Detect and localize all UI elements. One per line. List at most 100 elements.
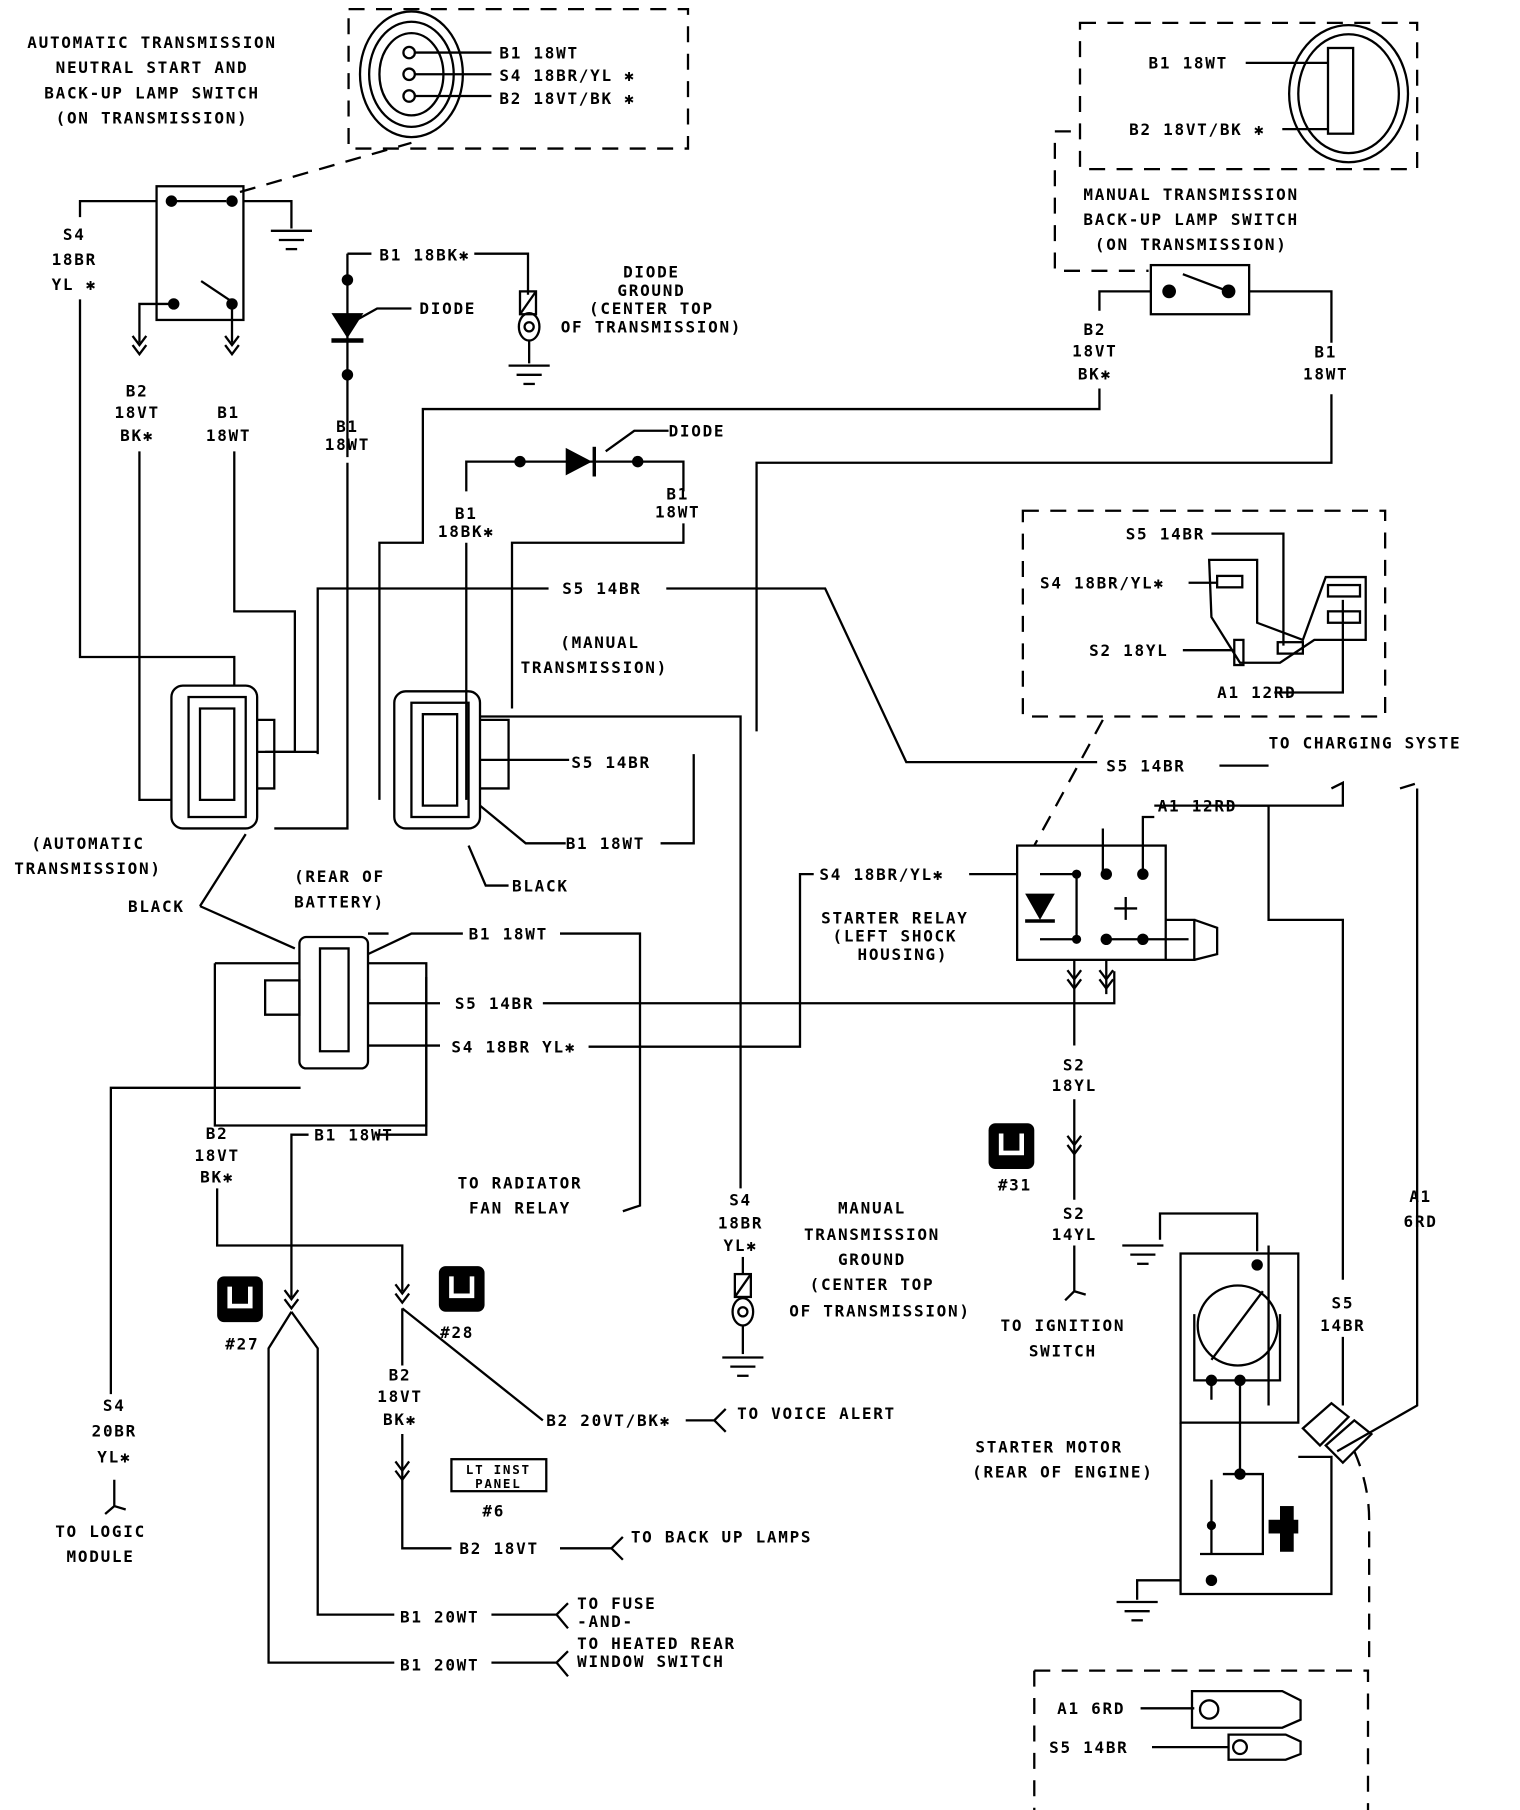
wire-label: 18WT — [206, 426, 251, 445]
wire-label: YL✱ — [97, 1448, 131, 1467]
auto-switch-connector-detail: B1 18WT S4 18BR/YL ✱ B2 18VT/BK ✱ — [239, 7, 690, 194]
wire-label: (REAR OF — [294, 867, 385, 886]
wire-label: BACK-UP LAMP SWITCH — [44, 83, 259, 102]
wire-label: (ON TRANSMISSION) — [56, 108, 249, 127]
wire-label: BATTERY) — [294, 892, 385, 911]
wire-label: S4 18BR YL✱ — [451, 1037, 576, 1056]
wire-label: S5 14BR — [562, 579, 641, 598]
wire-label: BLACK — [512, 876, 569, 895]
wire-label: TRANSMISSION) — [14, 859, 161, 878]
wire-label: B2 — [126, 382, 149, 401]
manual-switch-connector-detail: B1 18WT B2 18VT/BK ✱ — [1053, 21, 1419, 272]
wire-label: S2 18YL — [1089, 641, 1168, 660]
wire-label: TO IGNITION — [1000, 1316, 1125, 1335]
wire-label: 18YL — [1052, 1076, 1097, 1095]
wire-label: S5 — [1332, 1293, 1355, 1312]
connector-27-icon — [217, 1276, 263, 1322]
wire-label: 18BR — [718, 1213, 763, 1232]
to-charging-system: TO CHARGING SYSTE — [1269, 733, 1462, 752]
wire-label: MODULE — [67, 1547, 135, 1566]
manual-trans-connector — [393, 690, 742, 1189]
wire-label: B1 18WT — [566, 834, 645, 853]
wire-label: AUTOMATIC TRANSMISSION — [27, 33, 276, 52]
wire-label: GROUND — [838, 1250, 906, 1269]
terminal-detail-box: A1 6RD S5 14BR — [1033, 1669, 1370, 1810]
battery-connector: B1 18WT S5 14BR S4 18BR YL✱ — [213, 873, 1116, 1213]
wire-label: YL ✱ — [52, 275, 97, 294]
wire-label: 18WT — [325, 435, 370, 454]
diode-2: DIODE B1 18BK✱ B1 18WT — [378, 388, 1101, 800]
wire-label: S4 — [63, 225, 86, 244]
wire-label: YL✱ — [724, 1236, 758, 1255]
lt-inst-panel-connector: LT INST PANEL — [450, 1458, 548, 1493]
wire-label: TO LOGIC — [55, 1522, 146, 1541]
wire-label: (CENTER TOP — [810, 1275, 935, 1294]
wire-label: B1 20WT — [400, 1608, 479, 1627]
wire-label: S5 14BR — [455, 994, 534, 1013]
connector-27-label: #27 — [225, 1335, 259, 1354]
wire-label: OF TRANSMISSION) — [789, 1301, 970, 1320]
wire-label: B1 18WT — [499, 43, 578, 62]
wire-label: STARTER RELAY — [821, 908, 968, 927]
wire-label: WINDOW SWITCH — [577, 1652, 724, 1671]
wire-label: TO RADIATOR — [458, 1173, 583, 1192]
wire-label: S2 — [1063, 1056, 1086, 1075]
charging-wires — [1240, 780, 1419, 1453]
wire-label: S4 — [103, 1396, 126, 1415]
connector-31-icon — [989, 1123, 1035, 1169]
wire-label: B1 — [336, 417, 359, 436]
wire-label: TO BACK UP LAMPS — [631, 1528, 812, 1547]
wire-label: B2 — [206, 1124, 229, 1143]
wire-label: B1 18WT — [1149, 54, 1228, 73]
wire-label: 18VT — [194, 1146, 239, 1165]
wire-label: B2 — [1084, 320, 1107, 339]
wire-label: TO VOICE ALERT — [737, 1404, 896, 1423]
wire-label: DIODE — [669, 422, 726, 441]
wire-label: 18VT — [114, 403, 159, 422]
wire-label: SWITCH — [1029, 1341, 1097, 1360]
wire-label: OF TRANSMISSION) — [561, 318, 742, 337]
wire-label: S2 — [1063, 1204, 1086, 1223]
wire-label: GROUND — [617, 281, 685, 300]
wire-label: B1 — [455, 504, 478, 523]
wire-label: -AND- — [577, 1612, 634, 1631]
wire-label: B1 — [217, 403, 240, 422]
wire-label: B1 18WT — [469, 924, 548, 943]
lower-left-wiring: B1 18WT B2 18VT BK✱ S4 20BR YL✱ TO LOGIC… — [55, 976, 896, 1678]
wire-label: TO HEATED REAR — [577, 1634, 736, 1653]
wire-label: S4 18BR/YL ✱ — [499, 66, 635, 85]
wire-label: 18WT — [1303, 364, 1348, 383]
wire-label: B2 — [389, 1365, 412, 1384]
connector-28-icon — [439, 1266, 485, 1312]
wire-label: (MANUAL — [560, 633, 639, 652]
wire-label: (CENTER TOP — [589, 299, 714, 318]
wire-label: BK✱ — [200, 1168, 234, 1187]
wire-label: A1 6RD — [1057, 1699, 1125, 1718]
wire-label: 18VT — [377, 1387, 422, 1406]
wire-label: BK✱ — [120, 426, 154, 445]
wire-label: TO FUSE — [577, 1594, 656, 1613]
wire-label: BK✱ — [1078, 364, 1112, 383]
wire-label: 18VT — [1072, 342, 1117, 361]
wire-label: 14BR — [1320, 1316, 1365, 1335]
wire-label: BK✱ — [383, 1410, 417, 1429]
wire-label: LT INST — [466, 1462, 531, 1477]
wire-label: MANUAL — [838, 1199, 906, 1218]
wire-label: A1 12RD — [1158, 796, 1237, 815]
wire-label: B2 18VT/BK ✱ — [1129, 120, 1265, 139]
auto-switch-title: AUTOMATIC TRANSMISSION NEUTRAL START AND… — [27, 33, 276, 127]
wire-label: B2 18VT — [459, 1539, 538, 1558]
starter-relay: A1 12RD S4 18BR/YL✱ STARTER RELAY (LEFT … — [819, 796, 1240, 1360]
wire-label: DIODE — [419, 299, 476, 318]
wire-label: FAN RELAY — [469, 1199, 571, 1218]
wire-label: TRANSMISSION — [804, 1225, 940, 1244]
diode-1: B1 18BK✱ DIODE B1 18WT — [274, 246, 530, 830]
diode-ground: DIODE GROUND (CENTER TOP OF TRANSMISSION… — [507, 263, 742, 386]
wire-label: A1 12RD — [1217, 683, 1296, 702]
wire-label: B1 18WT — [314, 1125, 393, 1144]
wire-label: (AUTOMATIC — [31, 834, 144, 853]
starter-motor: STARTER MOTOR (REAR OF ENGINE) A1 6RD S5… — [972, 804, 1436, 1669]
wire-label: PANEL — [475, 1476, 521, 1491]
manual-transmission-ground: S4 18BR YL✱ MANUAL TRANSMISSION GROUND (… — [718, 1191, 970, 1377]
